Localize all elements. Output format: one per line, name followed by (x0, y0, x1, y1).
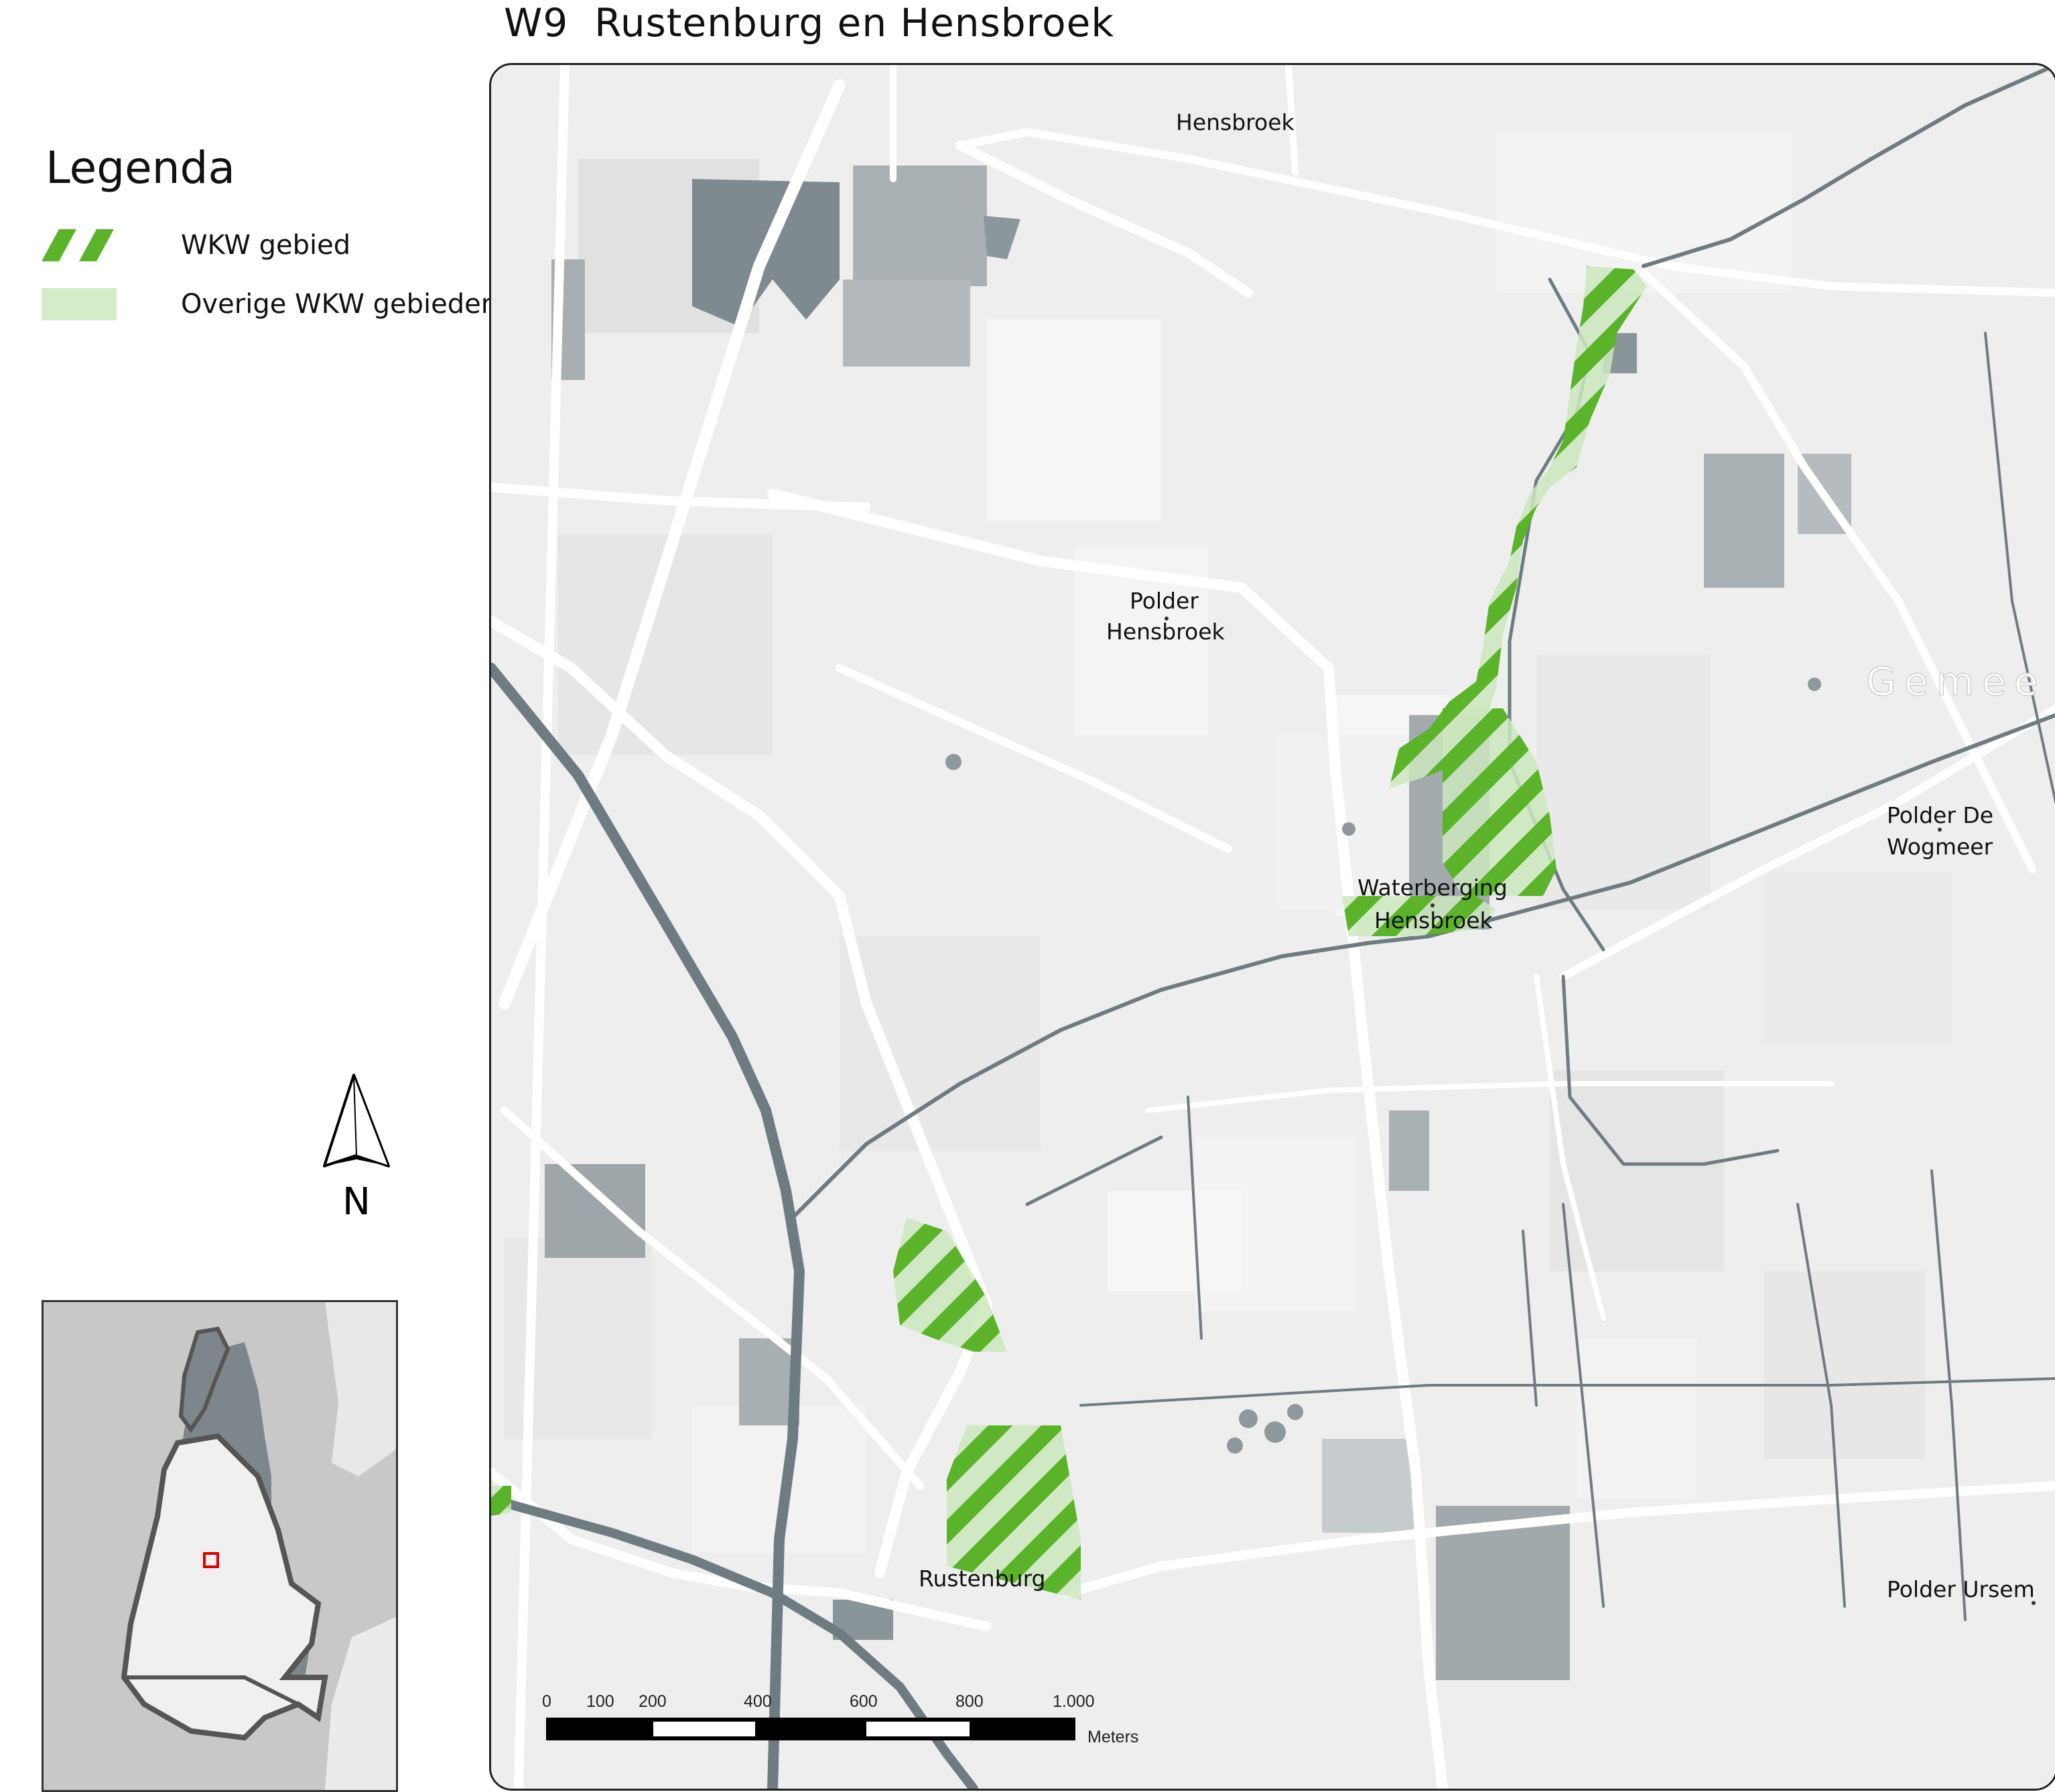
hatched-swatch-icon (42, 229, 117, 261)
legend-label-overige-wkw: Overige WKW gebieden (181, 289, 499, 320)
legend-label-wkw-gebied: WKW gebied (181, 230, 351, 261)
label-rustenburg: Rustenburg (919, 1565, 1046, 1592)
wkw-areas (491, 266, 1647, 1600)
scalebar-tick-800: 800 (955, 1692, 984, 1711)
scalebar-base (546, 1718, 1075, 1740)
label-polder-ursem: Polder Ursem (1887, 1576, 2035, 1602)
scalebar-tick-0: 0 (542, 1692, 551, 1711)
waterways (491, 65, 2055, 1789)
wkw-area-southwest (893, 1218, 1007, 1352)
legend-title: Legenda (46, 142, 235, 194)
scalebar-tick-100: 100 (586, 1692, 614, 1711)
overview-map-icon (44, 1302, 396, 1790)
solid-swatch-icon (42, 288, 117, 320)
wkw-area-north (1389, 266, 1647, 789)
map-title: W9 Rustenburg en Hensbroek (504, 0, 1114, 46)
north-arrow-icon: N (323, 1074, 390, 1220)
label-polder-1: Polder (1130, 588, 1199, 614)
label-anchor-dots (1165, 617, 2036, 1605)
scalebar-tick-400: 400 (744, 1692, 772, 1711)
legend-item-overige-wkw: Overige WKW gebieden (42, 288, 498, 320)
label-gemee: Gemee (1866, 659, 2046, 704)
scalebar-unit: Meters (1087, 1728, 1138, 1746)
scalebar: 0 100 200 400 600 800 1.000 Meters (542, 1692, 1138, 1746)
place-labels: Hensbroek Polder Hensbroek Waterberging … (919, 109, 2035, 1602)
inset-location-marker (203, 1552, 219, 1568)
wkw-area-rustenburg (947, 1425, 1081, 1600)
label-waterberging: Waterberging (1357, 875, 1508, 901)
scalebar-tick-600: 600 (850, 1692, 878, 1711)
main-map[interactable]: Gemee Hensbroek Polder Hensbroek Waterbe… (489, 63, 2055, 1791)
dark-blocks (545, 166, 1851, 1680)
wkw-area-strip (1342, 896, 1496, 936)
label-polder-hensbroek: Hensbroek (1106, 619, 1225, 645)
label-waterberging-hensbroek: Hensbroek (1374, 907, 1494, 934)
trees (945, 678, 1821, 1454)
legend-item-wkw-gebied: WKW gebied (42, 229, 350, 261)
north-label: N (342, 1180, 371, 1220)
scalebar-segment (653, 1722, 755, 1736)
inset-overview-map (42, 1300, 398, 1792)
scalebar-tick-200: 200 (639, 1692, 667, 1711)
label-hensbroek-village: Hensbroek (1176, 109, 1295, 135)
label-wogmeer: Wogmeer (1887, 834, 1993, 860)
label-polder-de: Polder De (1887, 802, 1993, 828)
scalebar-segment (866, 1722, 970, 1736)
wkw-area-edge (491, 1486, 511, 1516)
scalebar-tick-1000: 1.000 (1053, 1692, 1095, 1711)
wkw-area-waterberging (1443, 708, 1556, 896)
